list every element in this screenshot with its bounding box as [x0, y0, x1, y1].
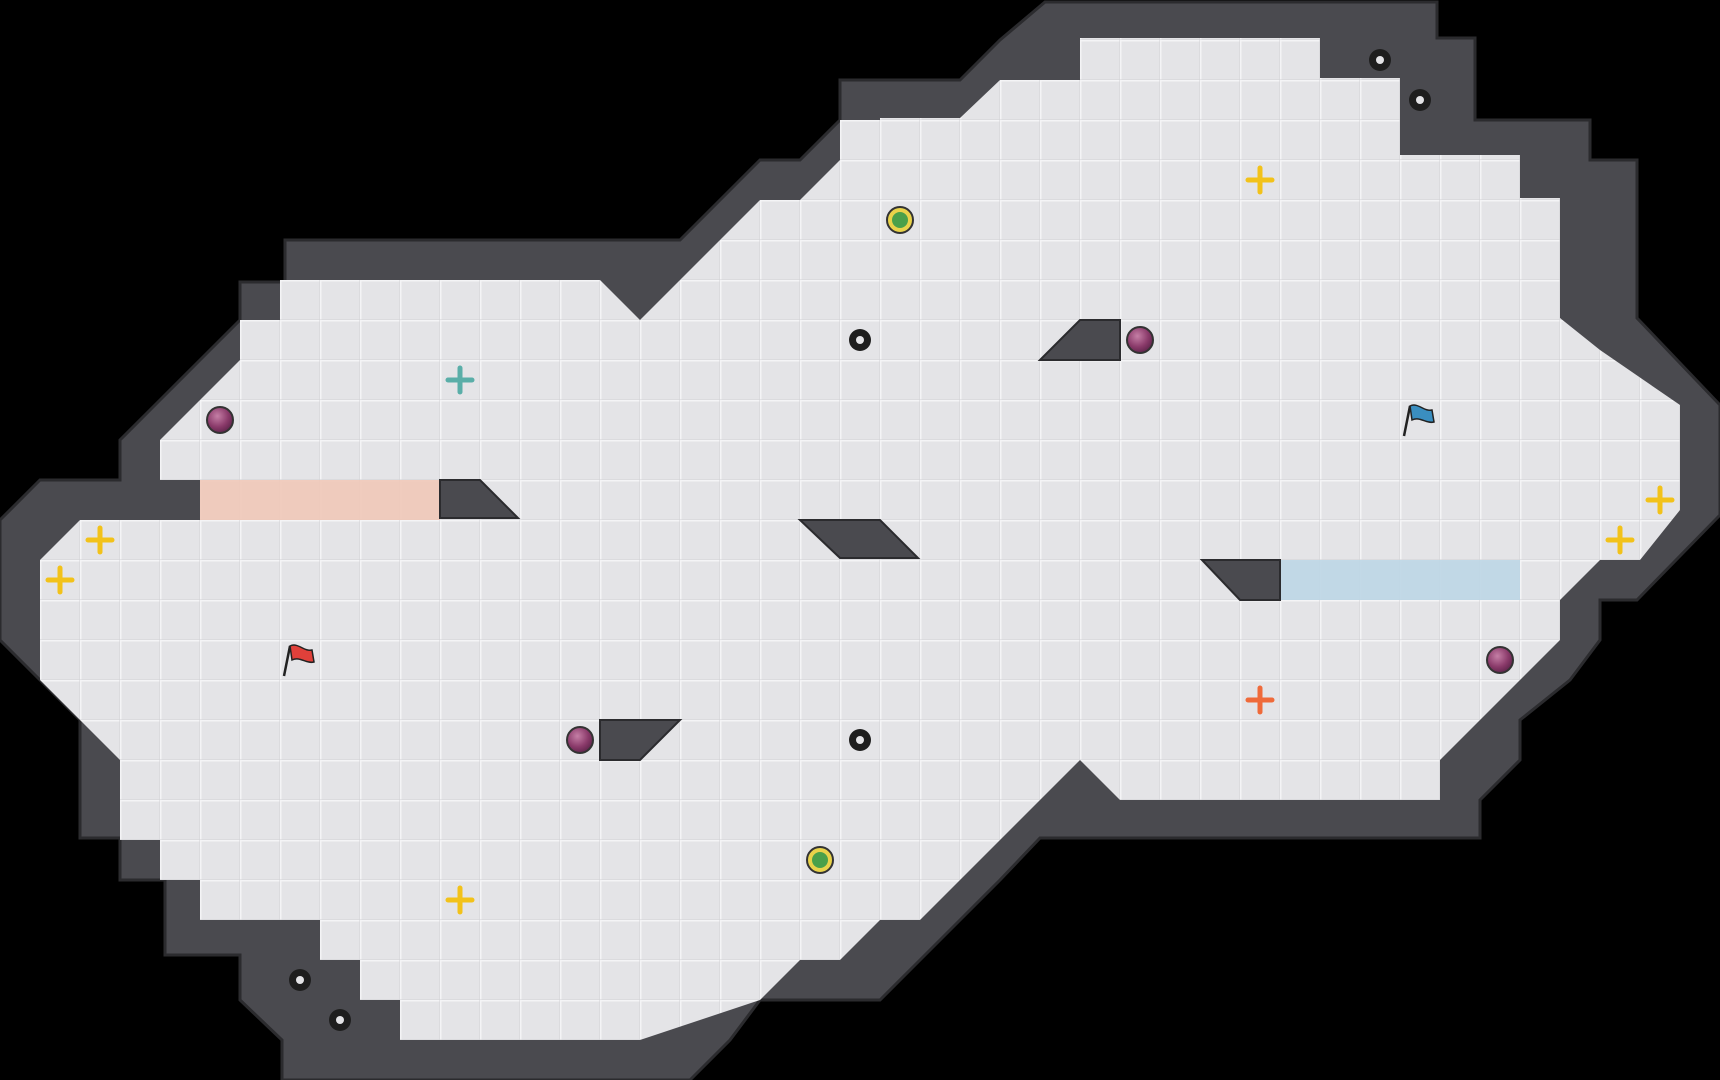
bomb-icon[interactable] [1126, 326, 1154, 354]
spike-icon [289, 969, 311, 991]
wall-ramp [599, 719, 683, 761]
red-flag-icon[interactable] [282, 644, 315, 677]
spike-icon [849, 329, 871, 351]
spike-icon [329, 1009, 351, 1031]
boost-icon[interactable] [806, 846, 834, 874]
blue-team-zone [1280, 560, 1520, 600]
red-team-zone [200, 480, 440, 520]
spike-icon [1409, 89, 1431, 111]
yellow-powerup-icon[interactable] [1645, 485, 1675, 515]
teal-powerup-icon[interactable] [445, 365, 475, 395]
wall-ramp [439, 479, 521, 519]
boost-icon[interactable] [886, 206, 914, 234]
blue-flag-icon[interactable] [1402, 404, 1435, 437]
spike-icon [1369, 49, 1391, 71]
orange-powerup-icon[interactable] [1245, 685, 1275, 715]
wall-ramp [1037, 319, 1121, 361]
yellow-powerup-icon[interactable] [45, 565, 75, 595]
bomb-icon[interactable] [1486, 646, 1514, 674]
wall-ramp [797, 519, 921, 559]
yellow-powerup-icon[interactable] [445, 885, 475, 915]
yellow-powerup-icon[interactable] [1605, 525, 1635, 555]
bomb-icon[interactable] [206, 406, 234, 434]
wall-notch [1320, 38, 1360, 78]
yellow-powerup-icon[interactable] [1245, 165, 1275, 195]
yellow-powerup-icon[interactable] [85, 525, 115, 555]
bomb-icon[interactable] [566, 726, 594, 754]
wall-ramp [1199, 559, 1281, 601]
spike-icon [849, 729, 871, 751]
